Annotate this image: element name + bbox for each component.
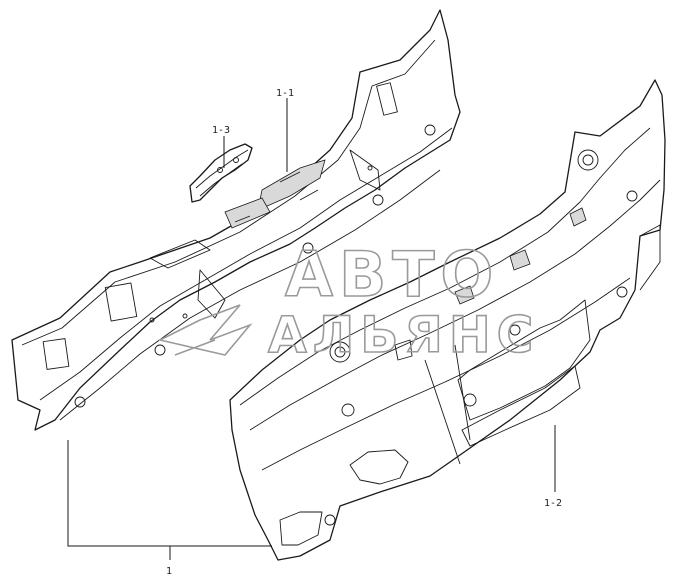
part-rear-cross-rail [11, 9, 461, 431]
part-rear-panel [229, 79, 666, 561]
callouts: 1-1 1-3 1-2 1 [166, 88, 562, 577]
callout-1-2: 1-2 [544, 498, 562, 509]
watermark-logo-icon [157, 304, 253, 356]
watermark-line-2: AЛЬЯНС [268, 306, 539, 364]
leader-lines [67, 98, 556, 560]
callout-1: 1 [166, 566, 172, 577]
callout-1-3: 1-3 [212, 125, 230, 136]
callout-1-1: 1-1 [276, 88, 294, 99]
leader-1 [67, 440, 272, 560]
part-bracket [189, 143, 253, 203]
watermark-line-1: ABTO [285, 238, 499, 311]
watermark: ABTO AЛЬЯНС [157, 237, 539, 365]
